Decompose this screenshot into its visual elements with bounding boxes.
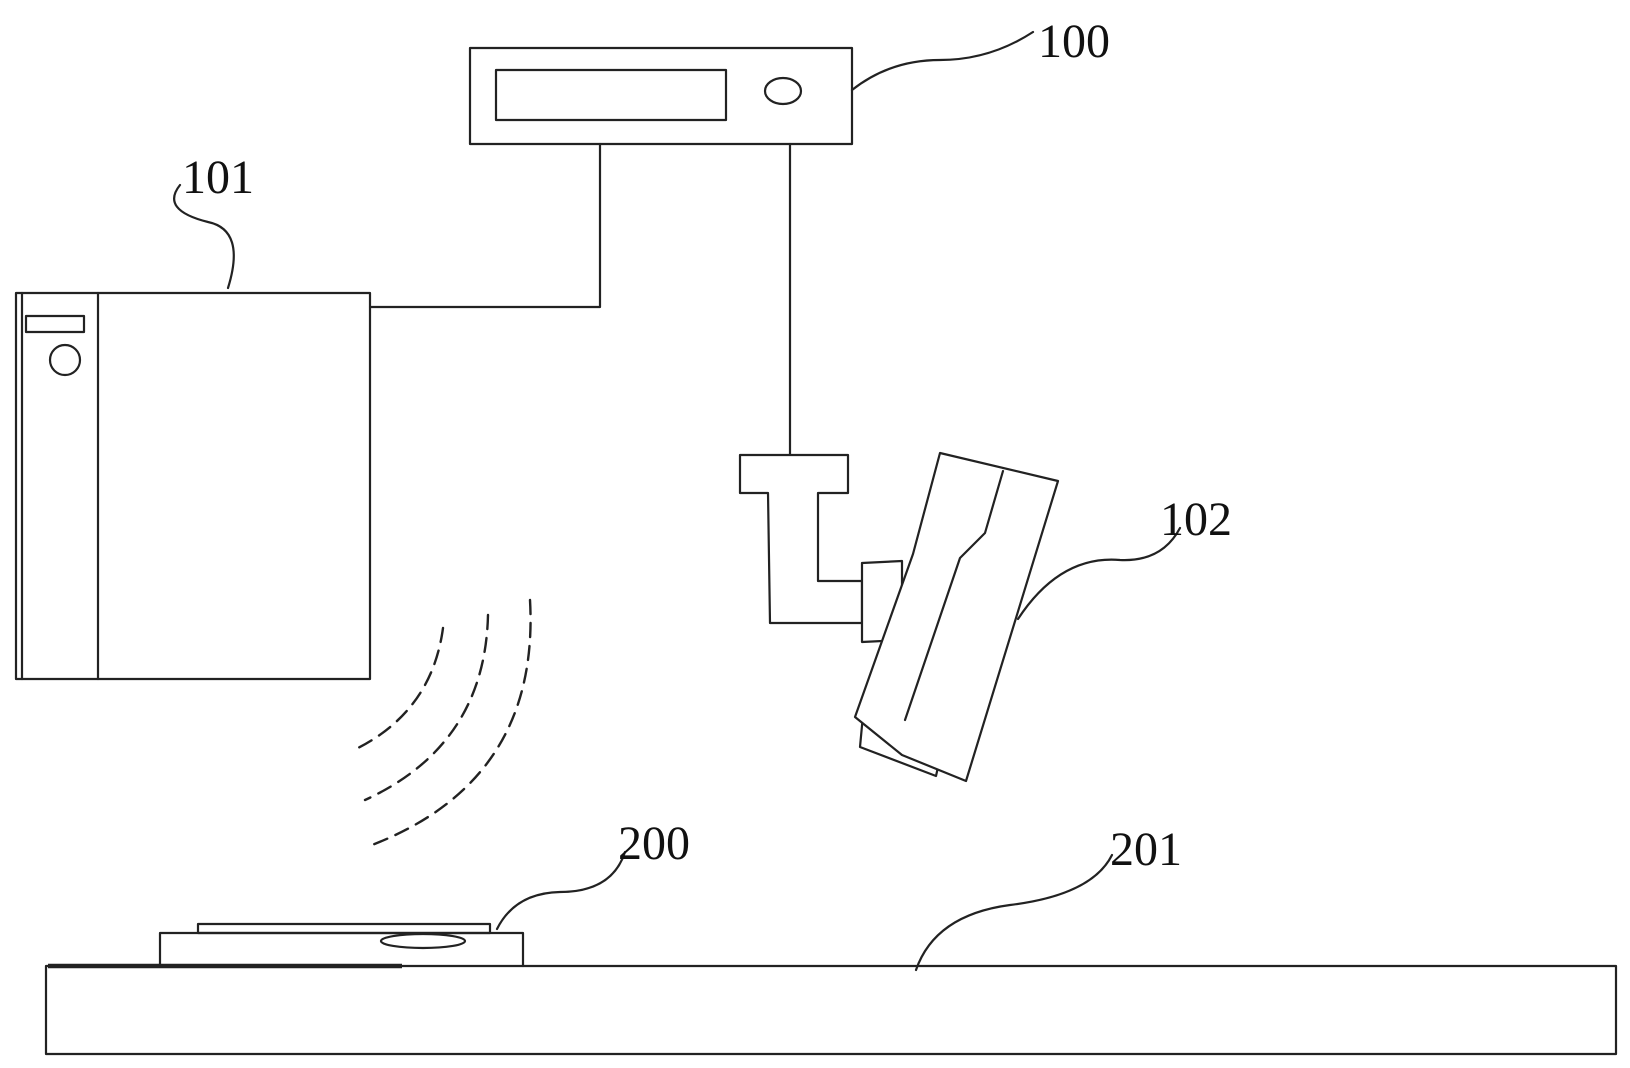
camera-bracket	[738, 453, 864, 625]
wire-controller-computer	[368, 142, 602, 309]
label-102: 102	[1160, 493, 1232, 546]
label-101: 101	[182, 151, 254, 204]
controller-unit	[468, 46, 854, 146]
signal-wave-middle	[363, 613, 490, 802]
controller-display	[494, 68, 728, 122]
label-100: 100	[1038, 15, 1110, 68]
leader-200	[495, 850, 627, 931]
controller-body	[468, 46, 854, 146]
computer-tower	[14, 291, 372, 681]
leader-101	[173, 183, 235, 290]
table-surface	[44, 964, 1618, 1056]
device-on-table	[158, 922, 525, 968]
device-base	[158, 931, 525, 968]
computer-case	[14, 291, 372, 681]
leader-102	[1016, 526, 1182, 621]
leader-100	[850, 30, 1035, 92]
label-201: 201	[1110, 823, 1182, 876]
camera-assembly	[738, 451, 1060, 783]
computer-power-button	[48, 343, 82, 377]
device-lens	[379, 932, 467, 950]
computer-drive-slot	[24, 314, 86, 334]
camera-body	[853, 451, 1060, 783]
device-top-plate	[196, 922, 492, 935]
label-200: 200	[618, 817, 690, 870]
camera-body-seam	[903, 469, 1005, 722]
controller-knob	[763, 76, 803, 106]
signal-wave-outer	[370, 598, 532, 847]
signal-wave-inner	[356, 626, 445, 750]
wireless-signal-icon	[356, 598, 532, 847]
leader-201	[914, 853, 1114, 972]
